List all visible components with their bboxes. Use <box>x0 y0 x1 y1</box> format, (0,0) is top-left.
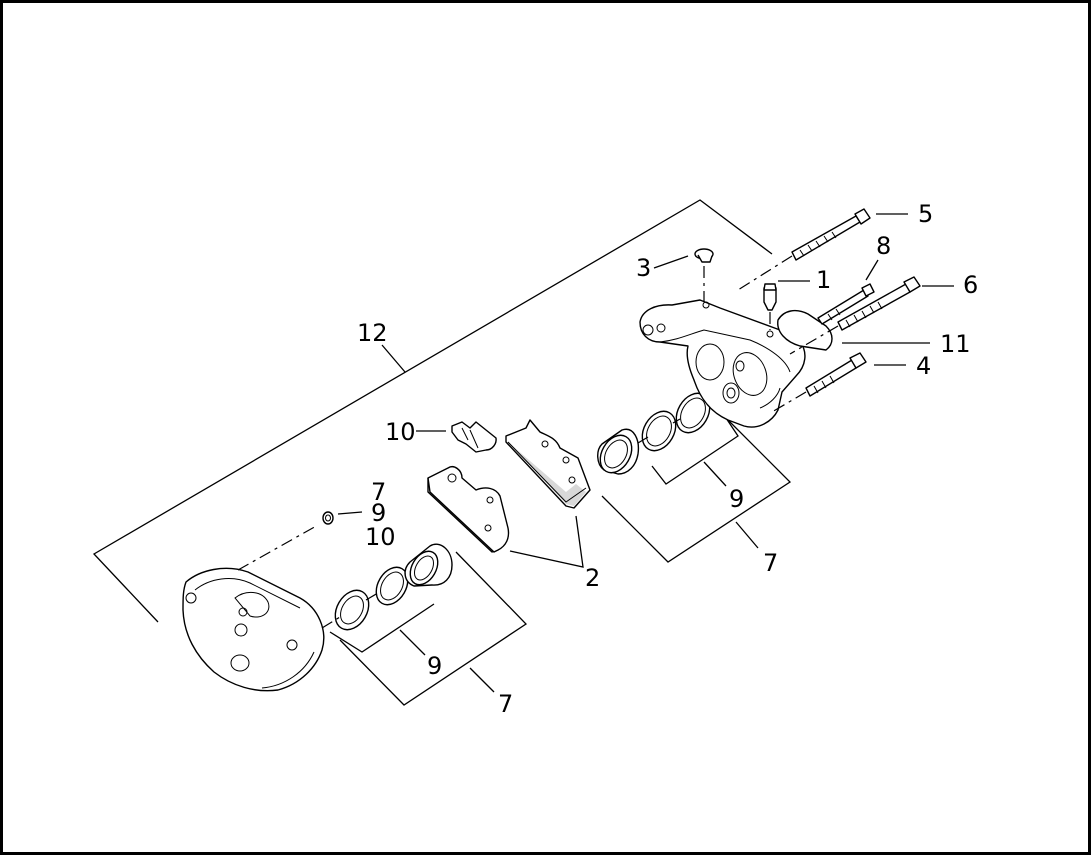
bleeder-valve <box>763 280 810 330</box>
callout-10-clip: 10 <box>385 418 416 446</box>
left-bracket-9 <box>329 603 435 656</box>
callout-10-small: 10 <box>365 523 396 551</box>
pads-leader-2 <box>509 515 584 568</box>
pad-clip <box>416 421 497 453</box>
callout-7-small: 7 <box>371 478 386 506</box>
caliper-housing-outer <box>182 524 325 692</box>
callout-11: 11 <box>940 330 971 358</box>
right-piston <box>597 428 640 475</box>
callout-9-right: 9 <box>729 485 744 513</box>
callout-7-left: 7 <box>498 690 513 718</box>
callout-7-right: 7 <box>763 549 778 577</box>
brake-pad-left <box>427 466 510 553</box>
right-bracket-9 <box>651 411 739 487</box>
assembly-bracket-12 <box>92 199 773 623</box>
callout-12: 12 <box>357 319 388 347</box>
guide-pin-bolt-8 <box>817 259 879 325</box>
brake-pad-right <box>505 419 591 509</box>
callout-1: 1 <box>816 266 831 294</box>
callout-9-left: 9 <box>427 652 442 680</box>
caliper-housing-inner <box>639 299 806 428</box>
callout-labels: 1 2 3 4 5 6 7 7 7 8 9 9 9 10 10 11 12 <box>357 200 978 718</box>
left-piston <box>404 543 453 587</box>
callout-5: 5 <box>918 200 933 228</box>
long-mounting-bolt <box>737 208 908 291</box>
small-o-ring <box>322 511 363 525</box>
left-seal-rings <box>321 566 416 631</box>
mounting-bracket-plate <box>777 309 930 351</box>
mounting-bolt-4 <box>771 352 906 413</box>
callout-6: 6 <box>963 271 978 299</box>
callout-2: 2 <box>585 564 600 592</box>
callout-3: 3 <box>636 254 651 282</box>
right-seal-rings <box>637 392 711 452</box>
bleeder-dust-cap <box>653 248 714 302</box>
callout-8: 8 <box>876 232 891 260</box>
right-bracket-7 <box>601 409 792 563</box>
mounting-bolt-6 <box>789 276 954 355</box>
left-bracket-7 <box>339 551 528 706</box>
callout-4: 4 <box>916 352 931 380</box>
callout-9-small: 9 <box>371 499 386 527</box>
